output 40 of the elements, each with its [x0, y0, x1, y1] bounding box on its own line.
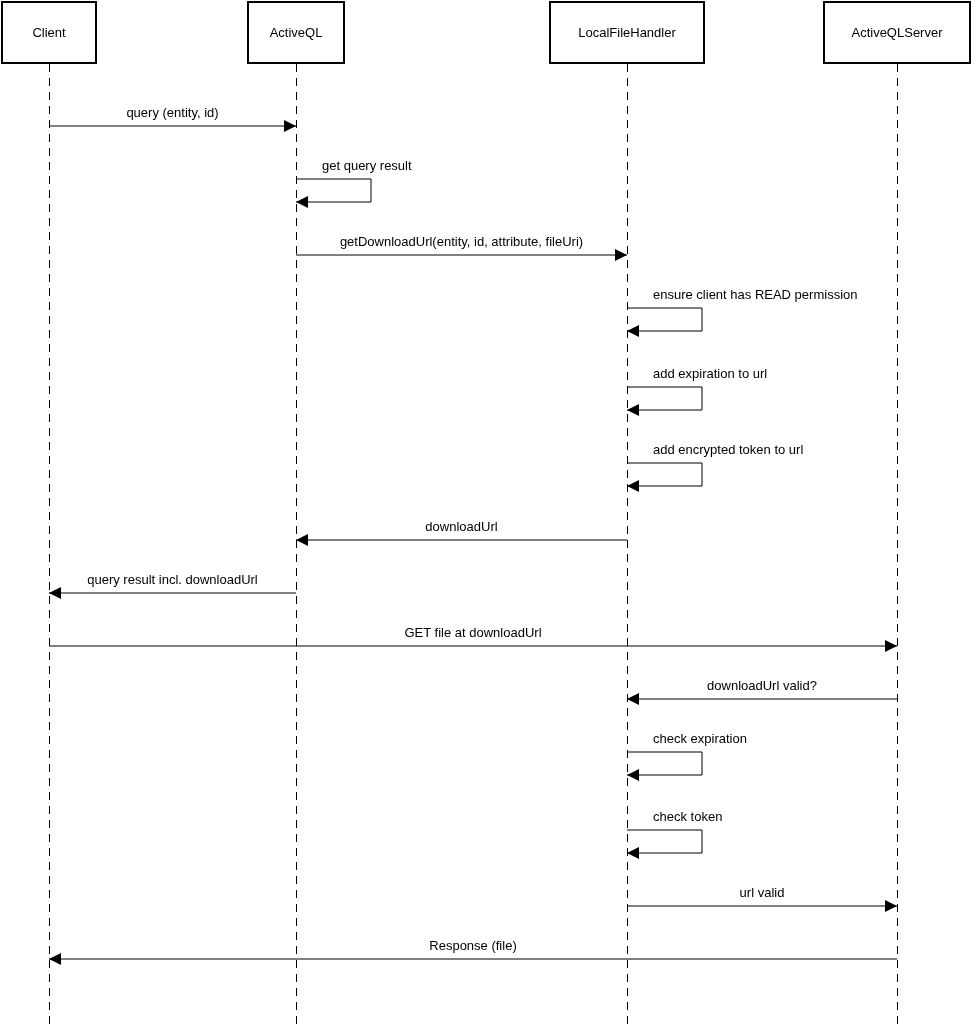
lifeline [295, 64, 297, 1024]
message-label: check expiration [651, 731, 749, 746]
message-arrow [48, 587, 297, 599]
self-message-arrow [626, 386, 703, 416]
participant-box [247, 1, 345, 64]
lifeline [626, 64, 628, 1024]
message-label: get query result [320, 158, 414, 173]
participant-box [1, 1, 97, 64]
participant-name: ActiveQLServer [851, 25, 943, 40]
self-message-arrow [295, 178, 372, 208]
message-arrow [626, 900, 898, 912]
message-label: getDownloadUrl(entity, id, attribute, fileUri) [337, 234, 586, 249]
participant-name: ActiveQL [269, 25, 323, 40]
message-label: downloadUrl valid? [705, 678, 819, 693]
participant-box [823, 1, 971, 64]
message-label: url valid [737, 885, 787, 900]
message-label: ensure client has READ permission [651, 287, 860, 302]
lifeline [896, 64, 898, 1024]
self-message-arrow [626, 751, 703, 781]
message-arrow [48, 120, 297, 132]
message-arrow [48, 640, 898, 652]
message-label: query result incl. downloadUrl [85, 572, 260, 587]
participant-name: Client [32, 25, 66, 40]
message-label: check token [651, 809, 725, 824]
message-arrow [295, 249, 628, 261]
message-arrow [48, 953, 898, 965]
lifeline [48, 64, 50, 1024]
participant-name: LocalFileHandler [578, 25, 676, 40]
participant-box [549, 1, 705, 64]
message-label: downloadUrl [423, 519, 500, 534]
message-label: add expiration to url [651, 366, 770, 381]
message-arrow [295, 534, 628, 546]
message-label: add encrypted token to url [651, 442, 806, 457]
message-label: Response (file) [427, 938, 519, 953]
self-message-arrow [626, 462, 703, 492]
message-arrow [626, 693, 898, 705]
message-label: GET file at downloadUrl [402, 625, 544, 640]
message-label: query (entity, id) [124, 105, 221, 120]
self-message-arrow [626, 829, 703, 859]
self-message-arrow [626, 307, 703, 337]
